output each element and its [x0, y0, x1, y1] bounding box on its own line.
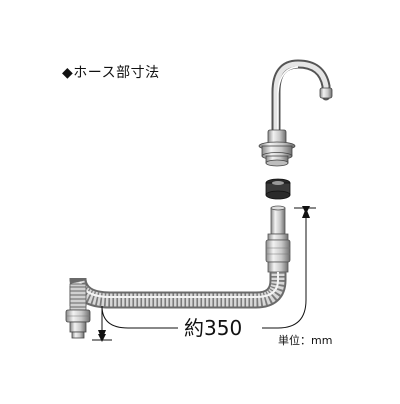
mounting-nut [258, 141, 296, 167]
section-title: ◆ホース部寸法 [62, 65, 160, 81]
dimension-right-leg [262, 210, 307, 329]
dimension-arrow-up-icon [302, 208, 310, 218]
rubber-packing [265, 178, 291, 200]
dimension-left-leg [101, 305, 178, 338]
unit-label: 単位：mm [278, 334, 333, 347]
faucet-spout [267, 59, 333, 145]
dimension-arrow-down-icon [98, 330, 106, 340]
connector-pipe [265, 205, 291, 273]
flexible-hose [65, 272, 287, 339]
dimension-label: 約350 [182, 312, 245, 341]
